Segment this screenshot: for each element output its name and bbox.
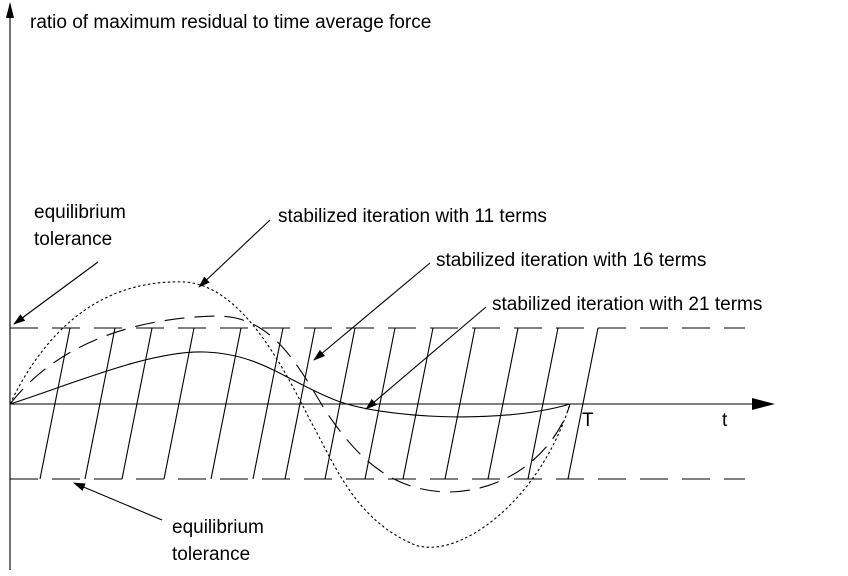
label-11-terms: stabilized iteration with 11 terms [278,206,547,227]
tolerance-label-top-line2: tolerance [34,229,112,250]
tolerance-label-top: equilibrium tolerance [34,202,131,250]
tolerance-label-bottom-line2: tolerance [172,544,250,565]
x-axis-label: t [722,410,728,431]
x-axis-arrowhead [752,398,775,410]
tolerance-hatching [39,327,599,480]
arrow-to-curve-11 [198,219,271,288]
curve-11-terms [9,281,571,548]
tolerance-label-bottom: equilibrium tolerance [172,517,269,565]
tolerance-label-top-line1: equilibrium [34,202,126,223]
label-21-terms: stabilized iteration with 21 terms [492,294,762,315]
y-axis-arrowhead [6,2,14,18]
label-16-terms: stabilized iteration with 16 terms [436,250,706,271]
arrow-to-lower-tolerance [73,482,163,521]
curve-21-terms [9,351,571,418]
period-label: T [582,410,594,431]
arrow-to-curve-21 [365,306,487,410]
tolerance-label-bottom-line1: equilibrium [172,517,264,538]
arrow-to-curve-16 [313,262,431,361]
arrow-to-upper-tolerance [13,261,99,325]
y-axis-label: ratio of maximum residual to time averag… [30,12,431,33]
